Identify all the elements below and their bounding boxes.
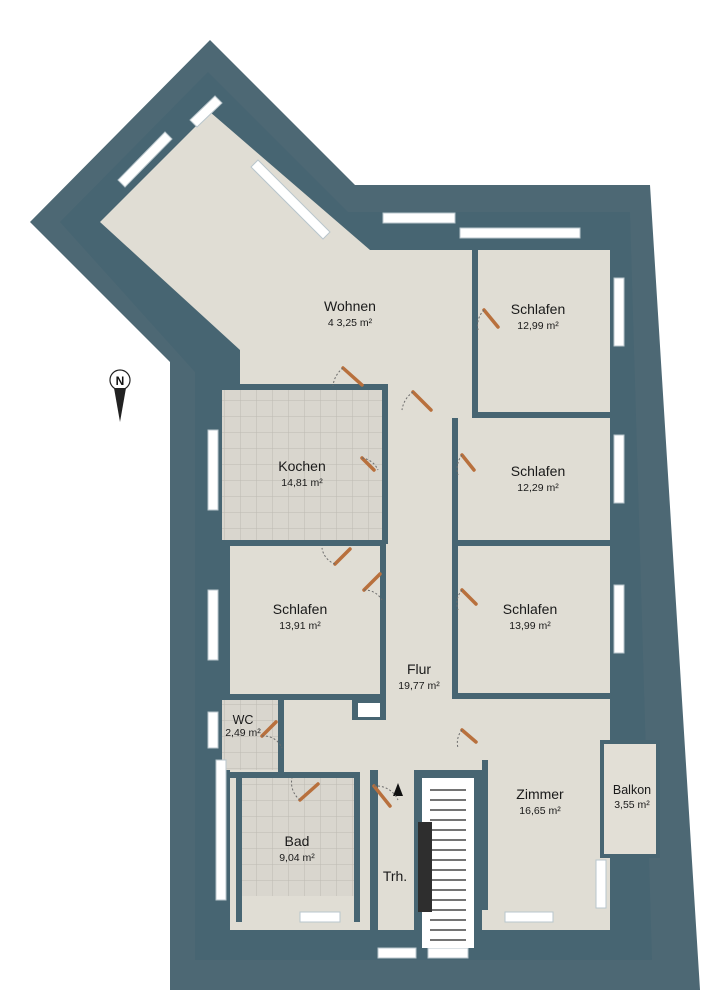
wc-tiles [222,700,280,770]
zimmer-label: Zimmer [516,786,564,802]
kochen-tiles [222,390,382,542]
bad-tiles [240,778,355,896]
doors [260,308,500,808]
room-labels: Wohnen 4 3,25 m² Schlafen 12,99 m² Schla… [225,298,651,884]
balkon-area: 3,55 m² [614,799,650,811]
schlafen-2-label: Schlafen [511,463,565,479]
zimmer-area: 16,65 m² [519,805,561,817]
schlafen-1-label: Schlafen [511,301,565,317]
schlafen-4-label: Schlafen [503,601,557,617]
windows [117,95,625,959]
schlafen-4-area: 13,99 m² [509,620,551,632]
bad-area: 9,04 m² [279,852,315,864]
staircase [393,778,474,948]
balkon-label: Balkon [613,783,651,797]
compass-letter: N [116,374,125,388]
wc-label: WC [233,713,254,727]
flur-area: 19,77 m² [398,680,440,692]
wc-area: 2,49 m² [225,727,261,739]
balcony [600,740,660,858]
compass-needle-icon [114,388,126,422]
kochen-label: Kochen [278,458,325,474]
wohnen-area: 4 3,25 m² [328,317,373,329]
compass: N [109,369,131,422]
kochen-area: 14,81 m² [281,477,323,489]
schlafen-1-area: 12,99 m² [517,320,559,332]
treppenhaus-label: Trh. [383,868,407,884]
schlafen-2-area: 12,29 m² [517,482,559,494]
interior-walls [222,245,612,958]
schlafen-3-area: 13,91 m² [279,620,321,632]
bad-label: Bad [285,833,310,849]
wohnen-label: Wohnen [324,298,376,314]
schlafen-3-label: Schlafen [273,601,327,617]
flur-label: Flur [407,661,431,677]
